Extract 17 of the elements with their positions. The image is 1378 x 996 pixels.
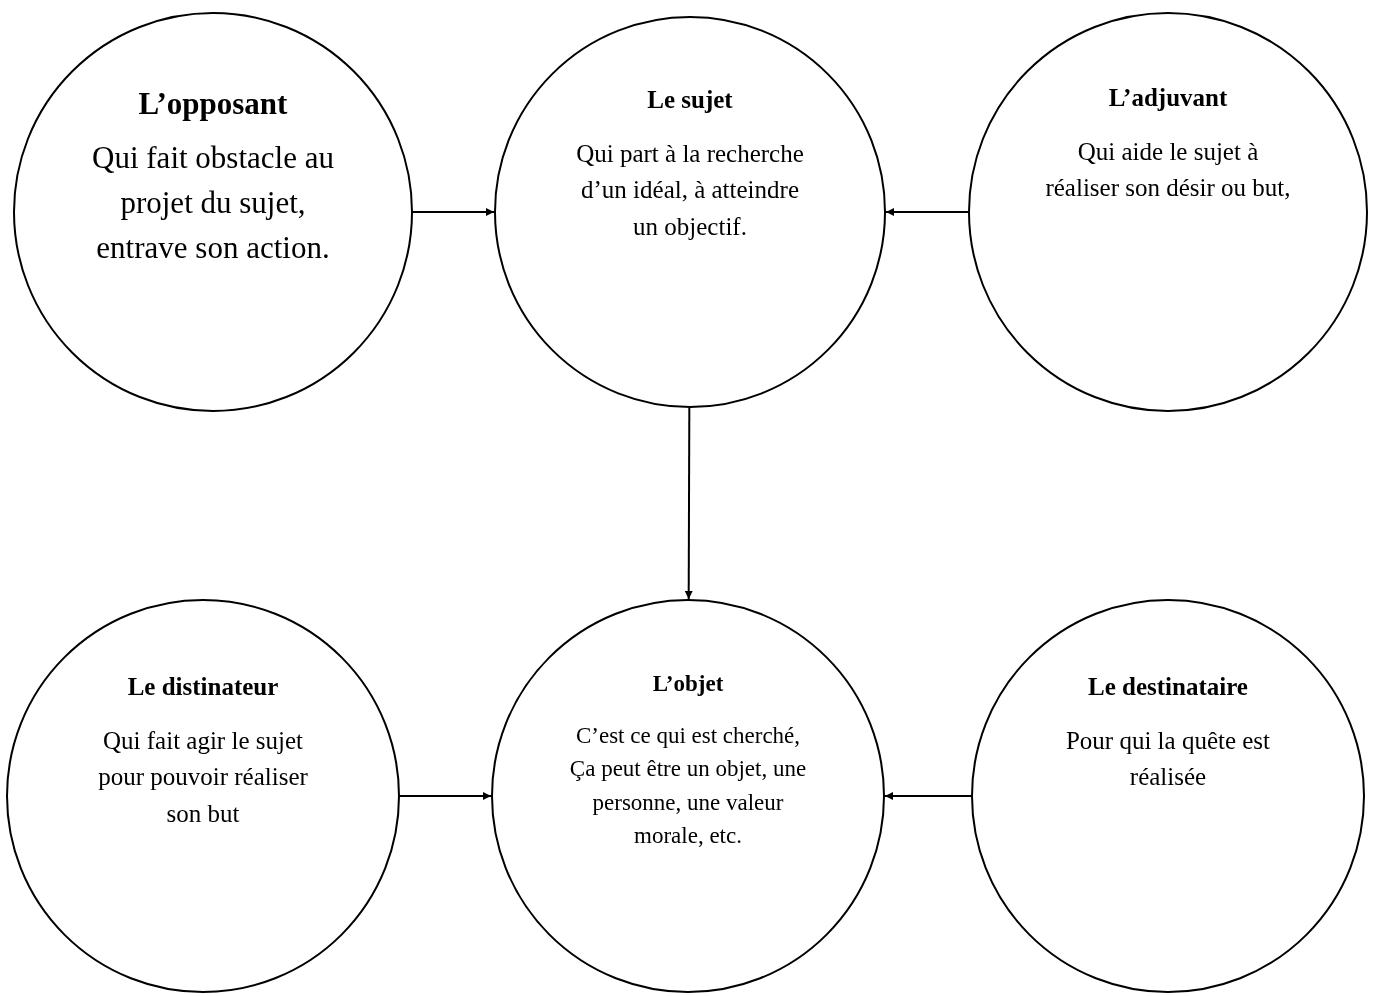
node-title: L’objet xyxy=(651,671,725,697)
node-description: Pour qui la quête est réalisée xyxy=(1064,726,1272,793)
node-description: Qui fait obstacle au projet du sujet, entrave son action. xyxy=(91,139,335,267)
node-description: C’est ce qui est cherché, Ça peut être un objet, une personne, une valeur morale, etc. xyxy=(568,722,808,851)
node-title: Le sujet xyxy=(646,86,734,114)
arrow xyxy=(684,407,693,600)
arrow xyxy=(885,208,969,216)
node-title: Le destinataire xyxy=(1087,673,1249,701)
node-description: Qui aide le sujet à réaliser son désir ou but, xyxy=(1044,137,1292,204)
node-title: Le distinateur xyxy=(126,673,280,701)
arrow xyxy=(412,208,495,216)
node-description: Qui fait agir le sujet pour pouvoir réaliser son but xyxy=(97,726,309,829)
arrow xyxy=(399,792,492,800)
node-description: Qui part à la recherche d’un idéal, à atteindre un objectif. xyxy=(575,139,805,242)
node-title: L’opposant xyxy=(137,86,289,122)
arrow xyxy=(884,792,972,800)
node-title: L’adjuvant xyxy=(1107,84,1229,112)
